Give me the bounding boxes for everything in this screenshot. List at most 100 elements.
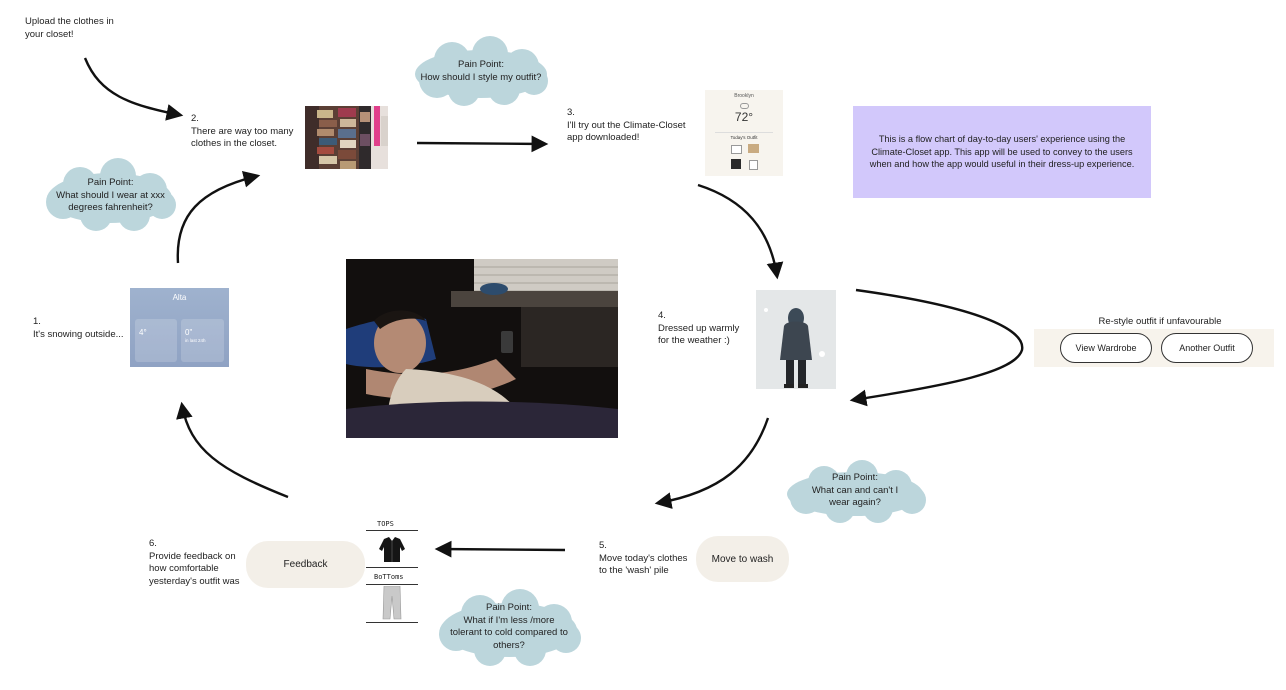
pain-point-question: What should I wear at xxx	[56, 189, 165, 201]
cloud-text: Pain Point: What should I wear at xxx de…	[38, 177, 183, 215]
pain-point-label: Pain Point:	[87, 177, 134, 188]
step3-line: I'll try out the Climate-Closet	[567, 119, 686, 131]
cloud-shape	[415, 36, 548, 106]
pain-point-cloud-temperature: Pain Point: What should I wear at xxx de…	[38, 158, 183, 233]
cloud-weather-icon	[739, 103, 749, 109]
step6-line: yesterday's outfit was	[149, 575, 240, 587]
cloud-text: Pain Point: What can and can't I wear ag…	[778, 472, 932, 510]
view-wardrobe-button[interactable]: View Wardrobe	[1060, 333, 1152, 363]
divider-line	[366, 530, 418, 531]
cloud-shape	[787, 460, 926, 523]
pain-point-cloud-style: Pain Point: How should I style my outfit…	[404, 36, 558, 108]
pain-point-question: How should I style my outfit?	[420, 71, 542, 83]
pain-point-question: degrees fahrenheit?	[68, 202, 153, 213]
weather-card: 4°	[135, 319, 177, 362]
weather-card-sub: in last 24h	[185, 338, 206, 343]
dressed-warmly-photo	[756, 290, 836, 389]
app-temp: 72°	[734, 110, 754, 124]
step5-text: 5. Move today's clothes to the 'wash' pi…	[599, 540, 687, 578]
another-outfit-button[interactable]: Another Outfit	[1161, 333, 1253, 363]
pain-point-label: Pain Point:	[486, 602, 532, 613]
divider-line	[366, 567, 418, 568]
app-section-title: Today's Outfit	[730, 135, 758, 140]
outfit-item-icon	[731, 145, 742, 154]
pain-point-label: Pain Point:	[458, 59, 504, 70]
pants-icon	[382, 586, 402, 620]
weather-card-value: 0"	[185, 328, 193, 337]
step4-line: Dressed up warmly	[658, 322, 740, 334]
weather-card: 0" in last 24h	[181, 319, 224, 362]
bottoms-label: BoTToms	[374, 573, 404, 581]
app-divider	[715, 132, 773, 133]
winter-outfit-image	[756, 290, 836, 389]
step3-line: 3.	[567, 107, 575, 118]
step4-text: 4. Dressed up warmly for the weather :)	[658, 310, 739, 348]
person-using-phone-photo	[346, 259, 618, 438]
tops-label: TOPS	[377, 520, 394, 528]
weather-widget: Alta 4° 0" in last 24h	[130, 288, 229, 367]
step5-line: 5.	[599, 540, 607, 551]
cloud-shape	[439, 589, 581, 666]
pain-point-question: others?	[493, 639, 525, 651]
outfit-item-icon	[748, 144, 759, 153]
restyle-panel: View Wardrobe Another Outfit	[1034, 329, 1274, 367]
jacket-icon	[379, 537, 405, 562]
step4-line: 4.	[658, 310, 666, 321]
pain-point-question: What can and can't I	[811, 484, 899, 496]
step1-line: It's snowing outside...	[33, 328, 124, 340]
arrow-step6-to-step1	[176, 401, 289, 499]
outfit-grid	[705, 140, 783, 172]
pain-point-question: wear again?	[829, 497, 881, 508]
wardrobe-sketch: TOPS BoTToms	[366, 520, 418, 624]
step-upload-text: Upload the clothes in your closet!	[25, 16, 114, 41]
cloud-text: Pain Point: How should I style my outfit…	[404, 59, 558, 84]
step3-line: app downloaded!	[567, 132, 640, 143]
step6-text: 6. Provide feedback on how comfortable y…	[149, 538, 240, 588]
divider-line	[366, 622, 418, 623]
description-note: This is a flow chart of day-to-day users…	[853, 106, 1151, 198]
note-line: when and how the app would useful in the…	[869, 159, 1135, 170]
restyle-label: Re-style outfit if unfavourable	[1098, 316, 1222, 327]
step5-line: Move today's clothes	[599, 552, 688, 564]
step1-text: 1. It's snowing outside...	[33, 316, 124, 341]
cloud-shape	[46, 158, 176, 231]
step2-line: 2.	[191, 113, 199, 124]
pain-point-cloud-rewear: Pain Point: What can and can't I wear ag…	[778, 460, 932, 525]
step-upload-line: your closet!	[25, 28, 74, 40]
step2-line: clothes in the closet.	[191, 138, 278, 149]
step1-line: 1.	[33, 316, 41, 327]
step6-line: 6.	[149, 538, 157, 549]
arrow-step5-to-step6	[434, 540, 566, 558]
app-city: Brooklyn	[734, 93, 754, 99]
arrow-upload-to-step2	[83, 57, 184, 121]
feedback-button[interactable]: Feedback	[246, 541, 365, 588]
arrow-step3-to-step4	[697, 183, 784, 280]
step3-text: 3. I'll try out the Climate-Closet app d…	[567, 107, 686, 145]
step2-text: 2. There are way too many clothes in the…	[191, 113, 293, 151]
arrow-step1-to-step2	[176, 171, 261, 264]
note-line: Climate-Closet app. This app will be use…	[871, 146, 1133, 157]
arrow-step4-to-step5	[654, 417, 770, 509]
step5-line: to the 'wash' pile	[599, 565, 669, 576]
step2-line: There are way too many	[191, 125, 294, 137]
pain-point-label: Pain Point:	[832, 472, 878, 483]
cloud-text: Pain Point: What if I'm less /more toler…	[432, 602, 586, 652]
divider-line	[366, 584, 418, 585]
pain-point-question: What if I'm less /more	[463, 614, 555, 626]
clothes-pile-image	[305, 106, 388, 169]
step6-line: Provide feedback on	[149, 550, 236, 562]
step-upload-line: Upload the clothes in	[25, 16, 114, 27]
weather-city: Alta	[172, 293, 187, 302]
step6-line: how comfortable	[149, 563, 219, 574]
weather-card-value: 4°	[139, 328, 147, 337]
pain-point-question: tolerant to cold compared to	[450, 627, 568, 638]
move-to-wash-button[interactable]: Move to wash	[696, 536, 789, 582]
note-line: This is a flow chart of day-to-day users…	[878, 134, 1126, 145]
arrow-step2-to-step3	[416, 135, 549, 153]
arrow-step4-loop	[849, 288, 1024, 407]
step4-line: for the weather :)	[658, 335, 730, 346]
outfit-item-icon	[749, 160, 758, 170]
closet-clutter-photo	[305, 106, 388, 169]
